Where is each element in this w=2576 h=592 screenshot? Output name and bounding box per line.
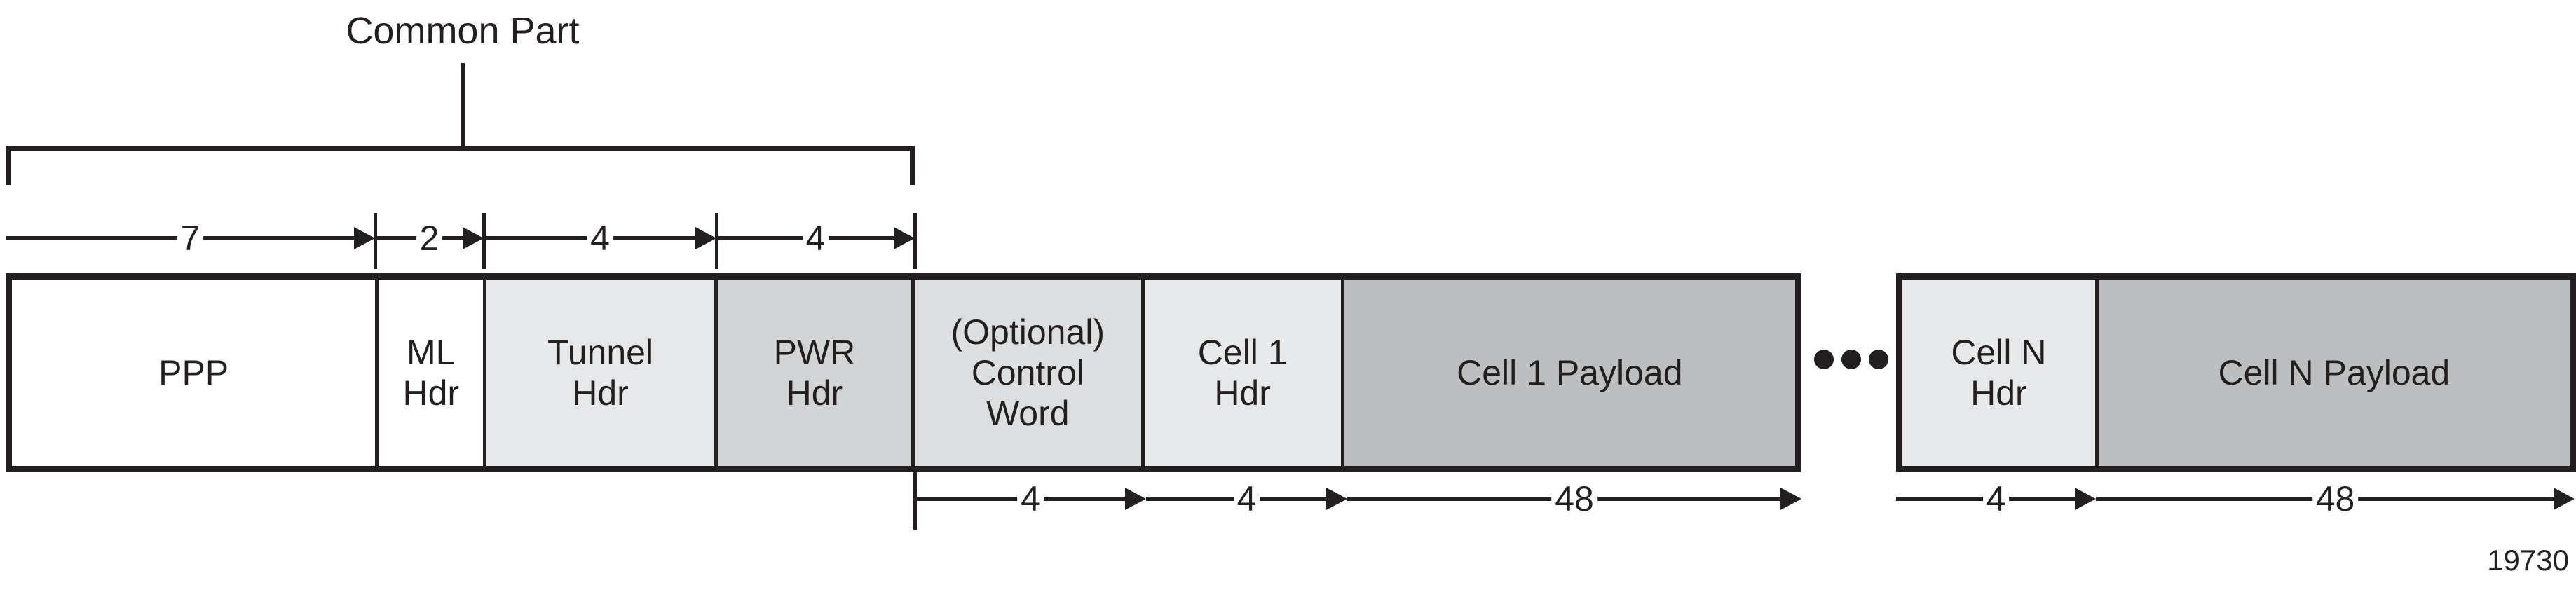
boundary-tick	[374, 213, 377, 269]
dimension-value: 2	[416, 216, 443, 261]
dimension-value: 4	[587, 216, 613, 261]
ellipsis-dot	[1814, 350, 1834, 369]
dimension-arrow: 48	[2096, 476, 2575, 521]
continuation-ellipsis	[1814, 349, 1888, 370]
right-packet-group: Cell N Hdr Cell N Payload	[1896, 273, 2576, 472]
boundary-tick	[913, 468, 917, 530]
boundary-tick	[482, 213, 486, 269]
common-part-stem	[461, 63, 465, 146]
ellipsis-dot	[1869, 350, 1888, 369]
dimension-value: 4	[1017, 476, 1044, 521]
dimension-value: 4	[1982, 476, 2010, 521]
dimension-value: 7	[177, 216, 204, 261]
packet-cell-label: Tunnel Hdr	[547, 333, 654, 413]
packet-cell-label: Cell N Hdr	[1951, 333, 2047, 413]
packet-cell: Cell N Payload	[2098, 280, 2570, 466]
dimension-value: 48	[1551, 476, 1597, 521]
packet-cell-label: (Optional) Control Word	[950, 312, 1105, 433]
dimension-arrow: 4	[716, 216, 915, 261]
packet-cell: PPP	[12, 280, 379, 466]
arrow-head-icon	[894, 227, 915, 249]
arrow-head-icon	[1326, 488, 1347, 510]
packet-cell-label: Cell N Payload	[2218, 353, 2451, 392]
common-part-bracket	[6, 146, 915, 185]
packet-cell: ML Hdr	[379, 280, 487, 466]
packet-cell: Tunnel Hdr	[486, 280, 718, 466]
arrow-head-icon	[1780, 488, 1801, 510]
arrow-head-icon	[463, 227, 484, 249]
arrow-head-icon	[354, 227, 375, 249]
dimension-arrow: 4	[915, 476, 1146, 521]
arrow-head-icon	[2554, 488, 2575, 510]
packet-cell: Cell 1 Payload	[1344, 280, 1796, 466]
dimension-value: 48	[2312, 476, 2359, 521]
packet-cell-label: Cell 1 Payload	[1457, 353, 1683, 392]
packet-cell-label: Cell 1 Hdr	[1197, 333, 1288, 413]
arrow-head-icon	[2075, 488, 2096, 510]
packet-cell: Cell 1 Hdr	[1144, 280, 1344, 466]
packet-cell-label: PWR Hdr	[773, 333, 856, 413]
dimension-arrow: 4	[1146, 476, 1347, 521]
packet-cell-label: PPP	[158, 353, 229, 392]
arrow-head-icon	[1125, 488, 1146, 510]
dimension-arrow: 7	[6, 216, 375, 261]
dimension-arrow: 4	[1896, 476, 2096, 521]
packet-cell-label: ML Hdr	[402, 333, 460, 413]
figure-number: 19730	[2487, 544, 2569, 577]
ellipsis-dot	[1841, 350, 1861, 369]
left-packet-group: PPP ML Hdr Tunnel Hdr PWR Hdr (Optional) Con…	[6, 273, 1801, 472]
dimension-arrow: 48	[1347, 476, 1801, 521]
packet-cell: (Optional) Control Word	[914, 280, 1145, 466]
common-part-label: Common Part	[346, 10, 580, 52]
dimension-value: 4	[1233, 476, 1260, 521]
top-dimension-row: 7 2 4 4	[0, 213, 2576, 269]
packet-cell: PWR Hdr	[717, 280, 915, 466]
packet-cell: Cell N Hdr	[1902, 280, 2099, 466]
dimension-arrow: 4	[484, 216, 716, 261]
dimension-value: 4	[802, 216, 829, 261]
dimension-arrow: 2	[375, 216, 484, 261]
boundary-tick	[715, 213, 718, 269]
bottom-dimension-row: 4 4 48 4 48	[0, 468, 2576, 530]
arrow-head-icon	[695, 227, 716, 249]
boundary-tick	[913, 213, 917, 269]
